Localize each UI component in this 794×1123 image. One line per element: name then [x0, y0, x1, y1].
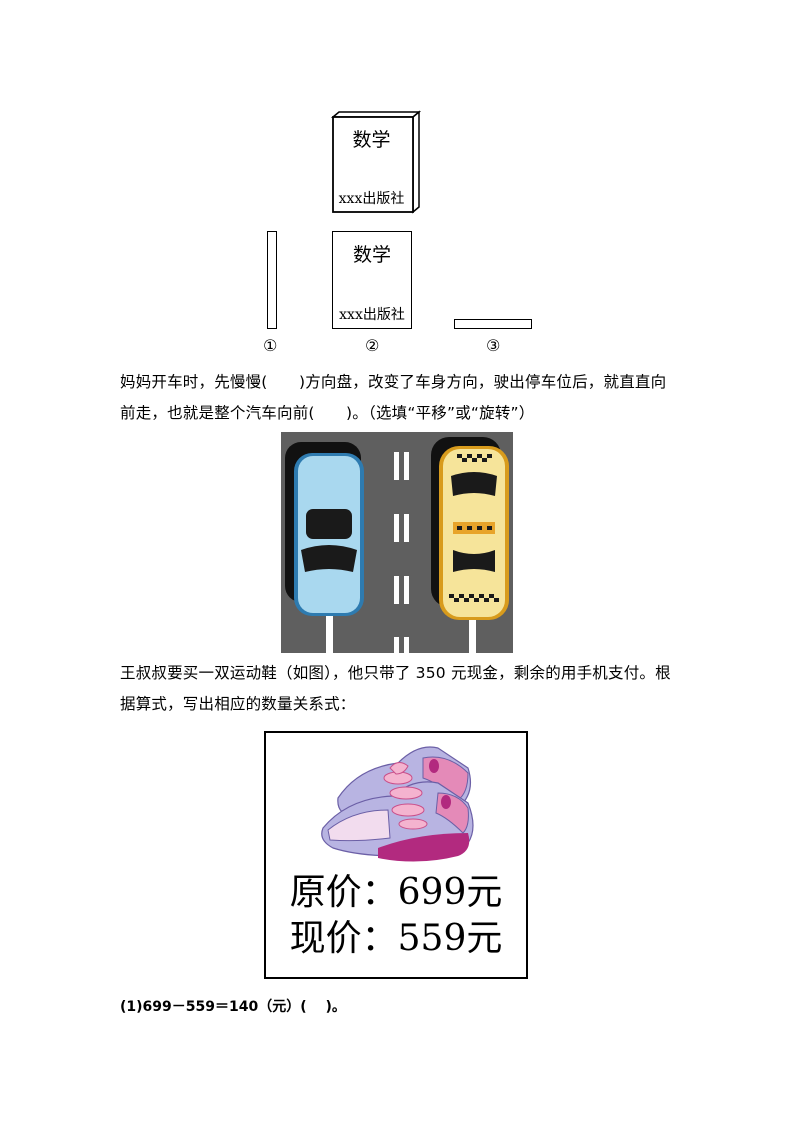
- car-question-line-1: 妈妈开车时，先慢慢( )方向盘，改变了车身方向，驶出停车位后，就直直向: [120, 373, 667, 391]
- shoe-question-line-2: 据算式，写出相应的数量关系式：: [120, 695, 356, 713]
- cars-parking-image: [281, 432, 513, 653]
- sneakers-icon: [321, 746, 474, 862]
- car-question-line-2: 前走，也就是整个汽车向前( )。（选填“平移”或“旋转”）: [120, 404, 535, 422]
- original-price-label: 原价：: [289, 872, 398, 913]
- label-3: ③: [486, 336, 501, 355]
- book-front-title: 数学: [352, 244, 391, 266]
- current-price-row: 现价：559元: [266, 917, 526, 961]
- book-3d-shape: [330, 110, 422, 214]
- book-3d-publisher: xxx出版社: [338, 191, 405, 207]
- current-price-value: 559元: [397, 918, 503, 959]
- book-front-view: 数学 xxx出版社: [332, 231, 412, 329]
- shoe-question-line-1: 王叔叔要买一双运动鞋（如图），他只带了 350 元现金，剩余的用手机支付。根: [120, 664, 671, 682]
- original-price-row: 原价：699元: [266, 871, 526, 915]
- shoe-price-card: 原价：699元 现价：559元: [264, 731, 528, 979]
- cars-illustration: [281, 432, 513, 653]
- label-1: ①: [263, 336, 278, 355]
- book-3d-figure: 数学 xxx出版社: [330, 110, 422, 216]
- label-2: ②: [365, 336, 380, 355]
- formula-answer-1: (1)699－559＝140（元）( )。: [120, 999, 346, 1015]
- book-front-publisher: xxx出版社: [339, 307, 405, 323]
- book-spine-view: [267, 231, 277, 329]
- book-3d-title: 数学: [352, 129, 391, 151]
- book-flat-view: [454, 319, 532, 329]
- original-price-value: 699元: [397, 872, 503, 913]
- current-price-label: 现价：: [289, 918, 398, 959]
